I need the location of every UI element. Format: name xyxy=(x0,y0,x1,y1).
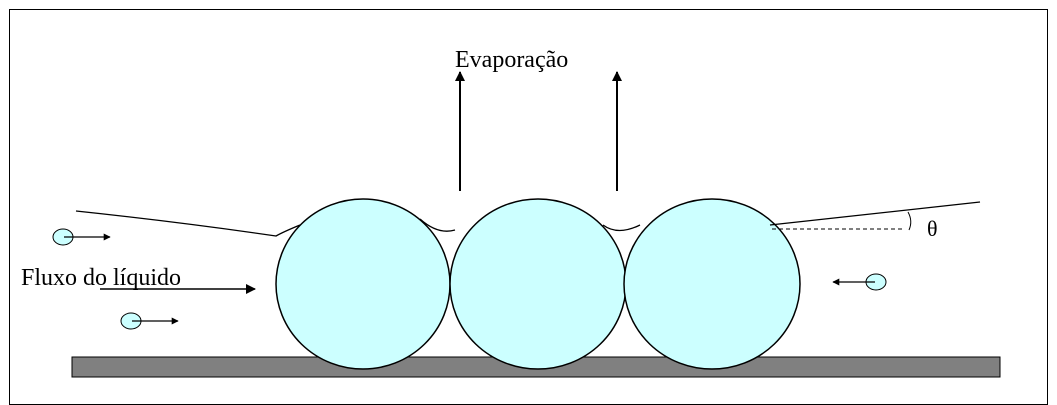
particle-left xyxy=(275,198,451,370)
liquid-surface-right xyxy=(769,201,981,226)
flow-particle-right xyxy=(832,273,887,291)
liquid-meniscus-left xyxy=(419,218,456,232)
contact-angle-label: θ xyxy=(927,216,938,241)
liquid-flow-label: Fluxo do líquido xyxy=(21,265,181,291)
particle-middle xyxy=(449,198,627,370)
liquid-surface-left xyxy=(75,210,301,237)
particle-right xyxy=(623,198,801,370)
contact-angle-arc xyxy=(907,211,912,231)
flow-particle-bottom-left xyxy=(120,312,179,330)
evaporation-label: Evaporação xyxy=(455,47,568,73)
liquid-meniscus-right xyxy=(602,224,641,232)
flow-particle-top-left xyxy=(52,228,111,246)
